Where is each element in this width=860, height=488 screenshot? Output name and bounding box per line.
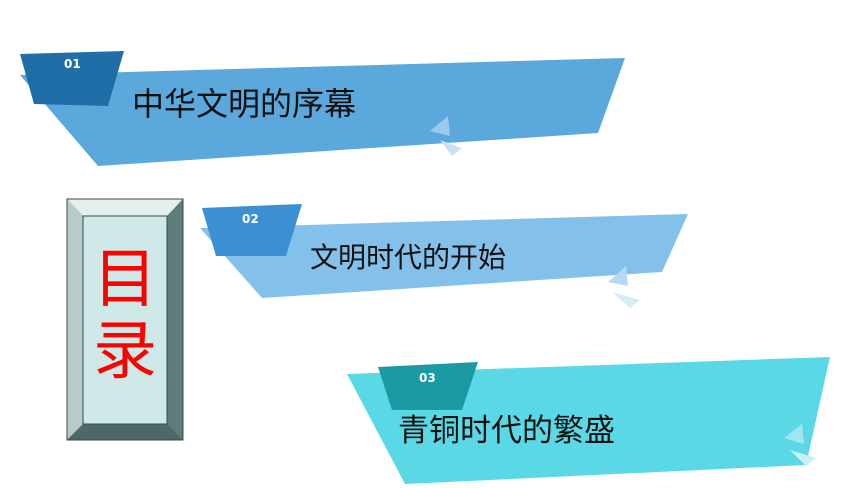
banner-2-badge [202, 204, 302, 256]
section-banner-2[interactable] [200, 204, 688, 308]
banner-1-badge [20, 51, 124, 106]
banner-2-deco-icon [608, 266, 628, 286]
section-number-2: 02 [242, 212, 259, 226]
banner-2-deco-icon-2 [612, 292, 640, 308]
section-number-3: 03 [419, 371, 436, 385]
banner-3-deco-icon [784, 424, 804, 444]
banner-2-shape [200, 214, 688, 298]
toc-label-char-1: 目 [93, 243, 157, 317]
banner-1-shape [20, 58, 625, 166]
banner-1-deco-icon-2 [440, 140, 462, 156]
section-number-1: 01 [64, 57, 81, 71]
section-title-2[interactable]: 文明时代的开始 [310, 241, 507, 274]
section-banner-1[interactable] [20, 51, 625, 166]
section-banner-3[interactable] [347, 357, 830, 484]
section-title-1[interactable]: 中华文明的序幕 [132, 85, 357, 123]
toc-box [66, 198, 184, 441]
banner-3-deco-icon-2 [790, 450, 816, 466]
toc-label-char-2: 录 [93, 315, 157, 389]
banner-3-badge [378, 362, 478, 410]
section-title-3[interactable]: 青铜时代的繁盛 [398, 413, 615, 449]
banner-1-deco-icon [430, 116, 450, 136]
